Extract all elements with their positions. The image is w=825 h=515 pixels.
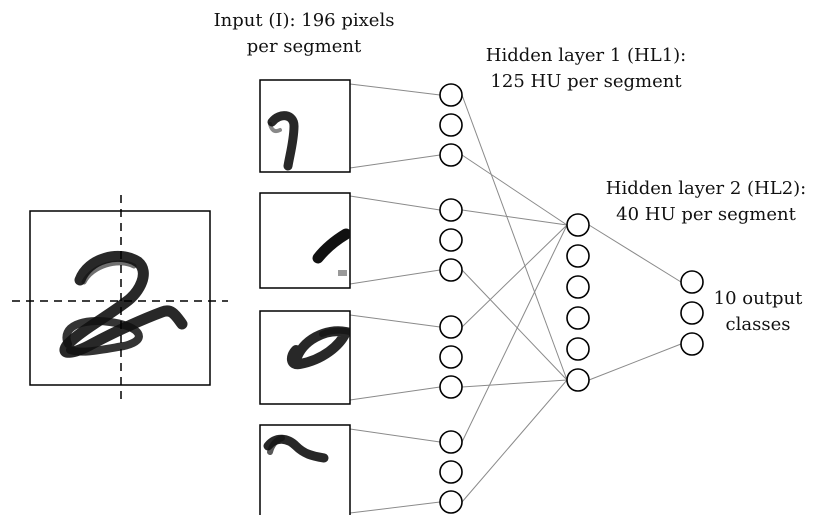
hidden-layer-1-unit (439, 83, 463, 107)
segment-image-3 (259, 310, 351, 405)
segment-image-2 (259, 192, 351, 289)
hidden-connection (461, 379, 568, 503)
output-label-line2: classes (725, 314, 791, 335)
hidden-layer-1-unit (439, 345, 463, 369)
hidden-connection (461, 224, 568, 443)
hidden-layer-1-unit (439, 228, 463, 252)
hidden-layer-2-unit (566, 244, 590, 268)
hidden-layer-1-label-line1: Hidden layer 1 (HL1): (485, 45, 687, 66)
segment-connection (349, 501, 441, 514)
hidden-layer-1-unit (439, 490, 463, 514)
input-label-line1: Input (I): 196 pixels (213, 10, 395, 31)
segment-connection (349, 154, 441, 169)
input-digit-image (12, 195, 228, 400)
output-connection (588, 343, 682, 381)
hidden-connection (461, 209, 568, 226)
hidden-connection (461, 154, 568, 226)
hidden-connection (461, 379, 568, 388)
hidden-connection (461, 224, 568, 328)
hidden-layer-1-unit (439, 460, 463, 484)
hidden-connection (461, 94, 568, 381)
segment-connection (349, 195, 441, 211)
hidden-layer-2-unit (566, 337, 590, 361)
hidden-layer-1-unit (439, 375, 463, 399)
hidden-layer-2-label: Hidden layer 2 (HL2): 40 HU per segment (590, 176, 822, 228)
segment-image-1 (259, 79, 351, 173)
hidden-connection (461, 269, 568, 381)
output-unit (680, 270, 704, 294)
hidden-layer-2-label-line1: Hidden layer 2 (HL2): (605, 178, 807, 199)
output-label-line1: 10 output (713, 288, 803, 309)
output-label: 10 output classes (703, 286, 813, 338)
hidden-layer-1-unit (439, 315, 463, 339)
segment-image-4 (259, 424, 351, 515)
hidden-layer-1-unit (439, 258, 463, 282)
hidden-layer-2-label-line2: 40 HU per segment (616, 204, 796, 225)
segment-connection (349, 428, 441, 443)
hidden-layer-1-unit (439, 430, 463, 454)
hidden-layer-2-unit (566, 306, 590, 330)
hidden-layer-1-label-line2: 125 HU per segment (490, 71, 682, 92)
segment-connection (349, 314, 441, 328)
hidden-layer-2-unit (566, 368, 590, 392)
input-label: Input (I): 196 pixels per segment (196, 8, 412, 60)
hidden-layer-1-unit (439, 143, 463, 167)
output-unit (680, 332, 704, 356)
hidden-layer-2-unit (566, 275, 590, 299)
segment-connection (349, 269, 441, 285)
output-unit (680, 301, 704, 325)
segment-connection (349, 83, 441, 96)
nodes (439, 83, 704, 514)
hidden-layer-2-unit (566, 213, 590, 237)
output-connection (588, 224, 682, 283)
hidden-layer-1-unit (439, 198, 463, 222)
segment-connection (349, 386, 441, 401)
hidden-layer-1-unit (439, 113, 463, 137)
hidden-layer-1-label: Hidden layer 1 (HL1): 125 HU per segment (466, 43, 706, 95)
connections (349, 83, 682, 514)
input-label-line2: per segment (246, 36, 362, 57)
